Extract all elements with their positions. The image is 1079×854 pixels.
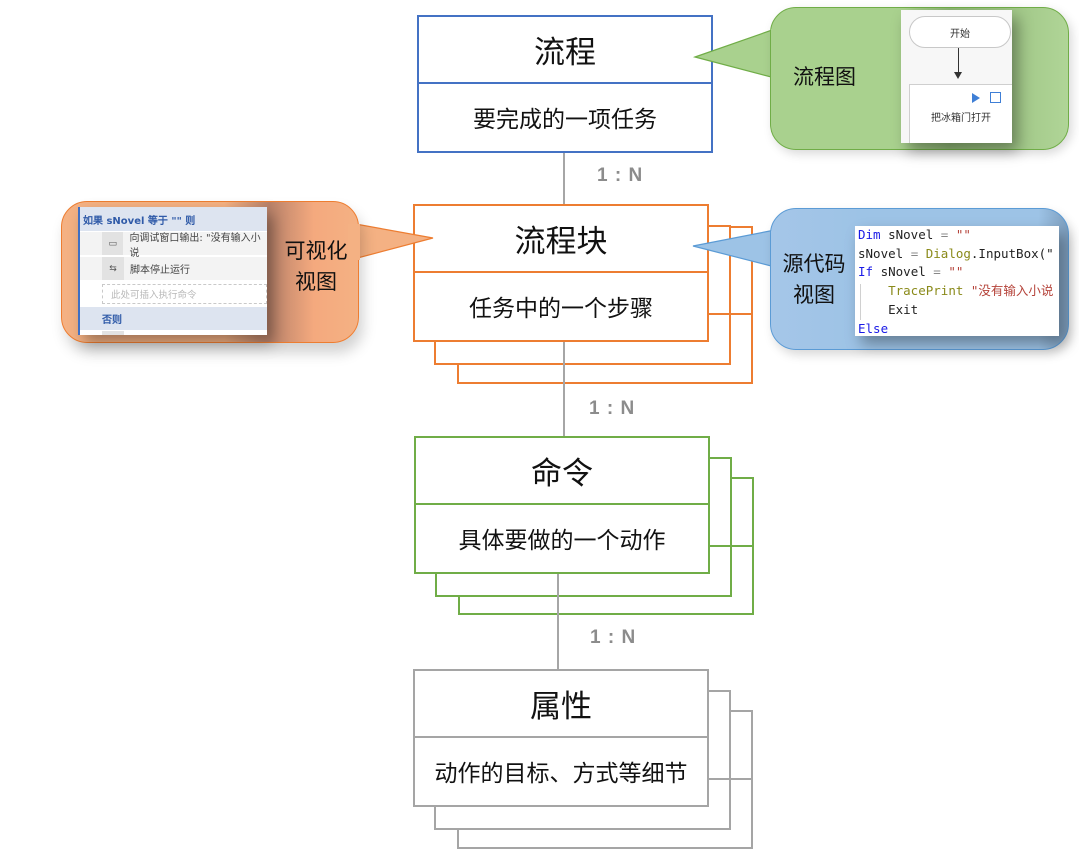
entity-process-title: 流程 xyxy=(419,17,711,84)
connector-block-command-overlay xyxy=(563,342,565,386)
code-indent-guide xyxy=(860,284,861,320)
code-line-6: Else xyxy=(858,320,889,336)
visual-command-2-label: 脚本停止运行 xyxy=(130,265,190,276)
code-line-4: TracePrint "没有输入小说 xyxy=(888,283,1054,299)
entity-command-title: 命令 xyxy=(416,438,708,505)
entity-property: 属性 动作的目标、方式等细节 xyxy=(413,669,709,807)
connector-process-block xyxy=(563,152,565,206)
code-line-5: Exit xyxy=(888,301,919,317)
play-icon xyxy=(972,93,980,103)
visual-command-row-1: ▭ 向调试窗口输出: "没有输入小说 xyxy=(80,232,267,259)
visual-insert-placeholder: 此处可插入执行命令 xyxy=(102,284,267,304)
entity-block: 流程块 任务中的一个步骤 xyxy=(413,204,709,342)
relation-label-2: 1 : N xyxy=(589,398,636,419)
flowchart-screenshot: 开始 把冰箱门打开 xyxy=(901,10,1012,143)
relation-label-1: 1 : N xyxy=(597,165,644,186)
code-listing: Dim sNovel = "" sNovel = Dialog.InputBox… xyxy=(855,226,1054,336)
visual-callout-label-line1: 可视化 xyxy=(284,239,348,263)
console-icon: ▭ xyxy=(102,232,124,255)
entity-command: 命令 具体要做的一个动作 xyxy=(414,436,710,574)
visual-next-row xyxy=(102,331,124,335)
arrow-down-icon xyxy=(954,72,962,79)
visual-command-row-2: ⇆ 脚本停止运行 xyxy=(80,257,267,280)
connector-command-property-overlay xyxy=(557,574,559,618)
block-stack-edge xyxy=(709,313,753,315)
code-callout-label-line2: 视图 xyxy=(793,283,835,307)
code-line-3: If sNovel = "" xyxy=(858,264,964,280)
stop-script-icon: ⇆ xyxy=(102,257,124,280)
visual-callout-label-line2: 视图 xyxy=(295,270,337,294)
code-view-screenshot: Dim sNovel = "" sNovel = Dialog.InputBox… xyxy=(855,226,1059,336)
code-callout-label-line1: 源代码 xyxy=(782,252,846,276)
visual-view-screenshot: 如果 sNovel 等于 "" 则 ▭ 向调试窗口输出: "没有输入小说 ⇆ 脚… xyxy=(78,207,267,335)
connector-command-property xyxy=(557,576,559,670)
relation-label-3: 1 : N xyxy=(590,627,637,648)
flowchart-arrow-line xyxy=(958,48,959,74)
code-callout-pointer-fill xyxy=(771,231,777,267)
entity-process-description: 要完成的一项任务 xyxy=(473,106,657,133)
edit-icon xyxy=(990,92,1001,103)
flowchart-callout-label: 流程图 xyxy=(793,65,856,89)
visual-command-1-label: 向调试窗口输出: "没有输入小说 xyxy=(129,232,261,259)
entity-process: 流程 要完成的一项任务 xyxy=(417,15,713,153)
entity-block-description: 任务中的一个步骤 xyxy=(469,295,653,322)
visual-callout-pointer-fill xyxy=(348,224,360,260)
visual-else-header: 否则 xyxy=(80,307,267,330)
visual-if-header: 如果 sNovel 等于 "" 则 xyxy=(80,207,267,231)
visual-callout-label: 可视化 视图 xyxy=(282,236,350,298)
flowchart-task-node: 把冰箱门打开 xyxy=(909,84,1012,143)
flowchart-start-node: 开始 xyxy=(909,16,1011,48)
entity-block-title: 流程块 xyxy=(415,206,707,273)
code-callout-label: 源代码 视图 xyxy=(780,249,848,311)
flowchart-task-label: 把冰箱门打开 xyxy=(931,113,991,124)
connector-block-command xyxy=(563,341,565,437)
command-stack-edge xyxy=(710,545,754,547)
code-line-1: Dim sNovel = "" xyxy=(858,227,971,242)
property-stack-edge xyxy=(709,778,753,780)
entity-property-description: 动作的目标、方式等细节 xyxy=(434,760,688,787)
flowchart-callout-pointer-fill xyxy=(771,29,779,77)
code-line-2: sNovel = Dialog.InputBox(" xyxy=(858,245,1054,261)
entity-command-description: 具体要做的一个动作 xyxy=(458,527,666,554)
entity-property-title: 属性 xyxy=(415,671,707,738)
